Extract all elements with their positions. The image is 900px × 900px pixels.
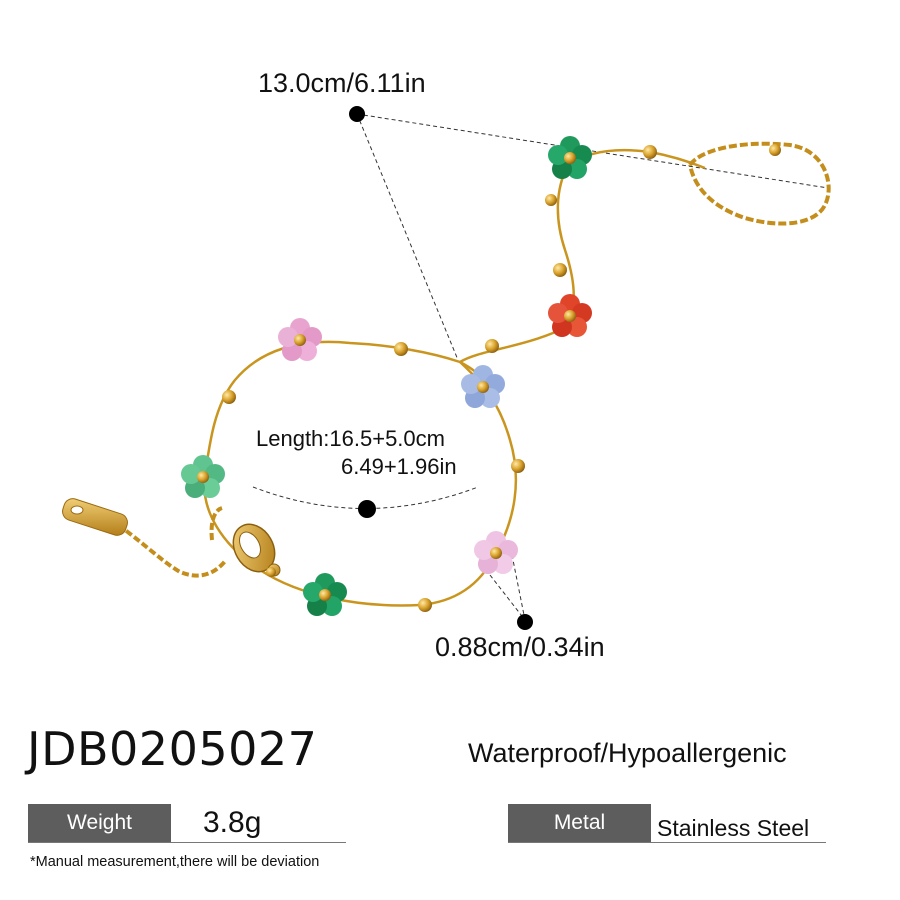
measurement-note: *Manual measurement,there will be deviat… [30,854,320,870]
length-in-label: 6.49+1.96in [341,454,457,479]
flower-pink [278,318,322,361]
weight-value: 3.8g [203,806,262,839]
flower-light-pink [474,531,518,574]
finger-loop-chain [688,141,831,226]
measurement-dots [349,106,533,630]
flower-green-bottom [303,573,347,616]
metal-label-badge: Metal [508,804,651,842]
hand-loop-dimension-label: 13.0cm/6.11in [258,68,426,98]
product-photo [62,106,831,630]
extender-chain [116,506,228,578]
flower-blue [461,365,505,408]
gold-beads [222,144,781,612]
metal-value: Stainless Steel [657,815,810,841]
flower-size-label: 0.88cm/0.34in [435,632,605,662]
weight-underline [28,842,346,843]
weight-label-badge: Weight [28,804,171,842]
flower-green-top [548,136,592,179]
metal-underline [508,842,826,843]
product-features: Waterproof/Hypoallergenic [468,738,787,768]
bracelet-chain [203,148,706,607]
flower-red [548,294,592,337]
end-tag [62,498,128,536]
product-sku: JDB0205027 [27,722,318,776]
length-cm-label: Length:16.5+5.0cm [256,426,445,451]
measurement-lines [252,113,829,621]
flower-mint [181,455,225,498]
lobster-clasp [232,523,281,577]
